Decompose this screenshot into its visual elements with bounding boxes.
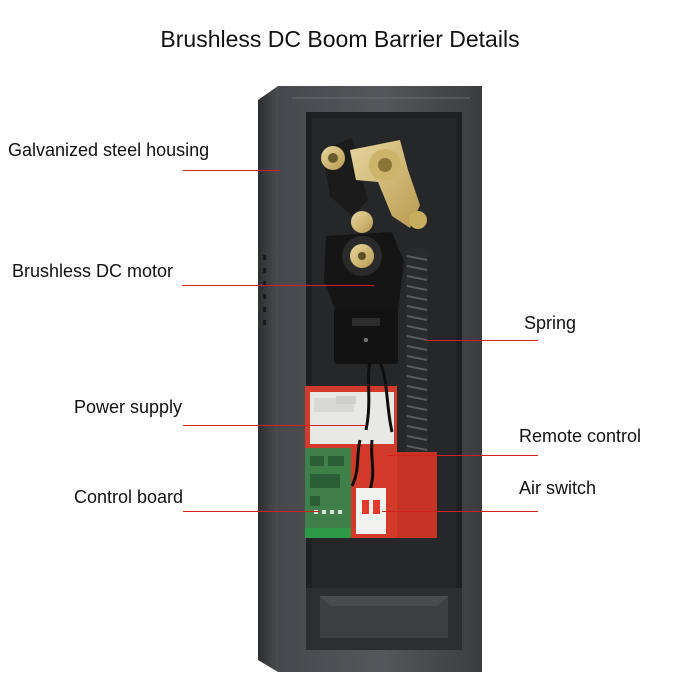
leader-line-airswitch [382, 511, 538, 512]
leader-line-control [183, 511, 320, 512]
leader-line-motor [182, 285, 374, 286]
leader-line-spring [426, 340, 538, 341]
crank-linkage [321, 138, 427, 233]
leader-line-remote [388, 455, 538, 456]
control-board-pcb [305, 448, 351, 538]
leader-line-housing [183, 170, 280, 171]
callout-label-power: Power supply [74, 397, 183, 417]
wiring [350, 361, 394, 491]
callout-label-airswitch: Air switch [519, 478, 597, 498]
motor-assembly [324, 232, 404, 364]
callout-label-motor: Brushless DC motor [12, 261, 174, 281]
power-supply-unit [310, 392, 394, 444]
callout-label-housing: Galvanized steel housing [8, 140, 210, 160]
callout-label-spring: Spring [524, 313, 577, 333]
housing-front-frame [278, 86, 482, 672]
leader-line-power [183, 425, 366, 426]
callout-label-remote: Remote control [519, 426, 642, 446]
housing-side-panel [258, 86, 278, 672]
callout-label-control: Control board [74, 487, 184, 507]
diagram-title: Brushless DC Boom Barrier Details [160, 26, 520, 52]
air-switch-breaker [356, 488, 386, 534]
spring-coil [406, 248, 432, 468]
